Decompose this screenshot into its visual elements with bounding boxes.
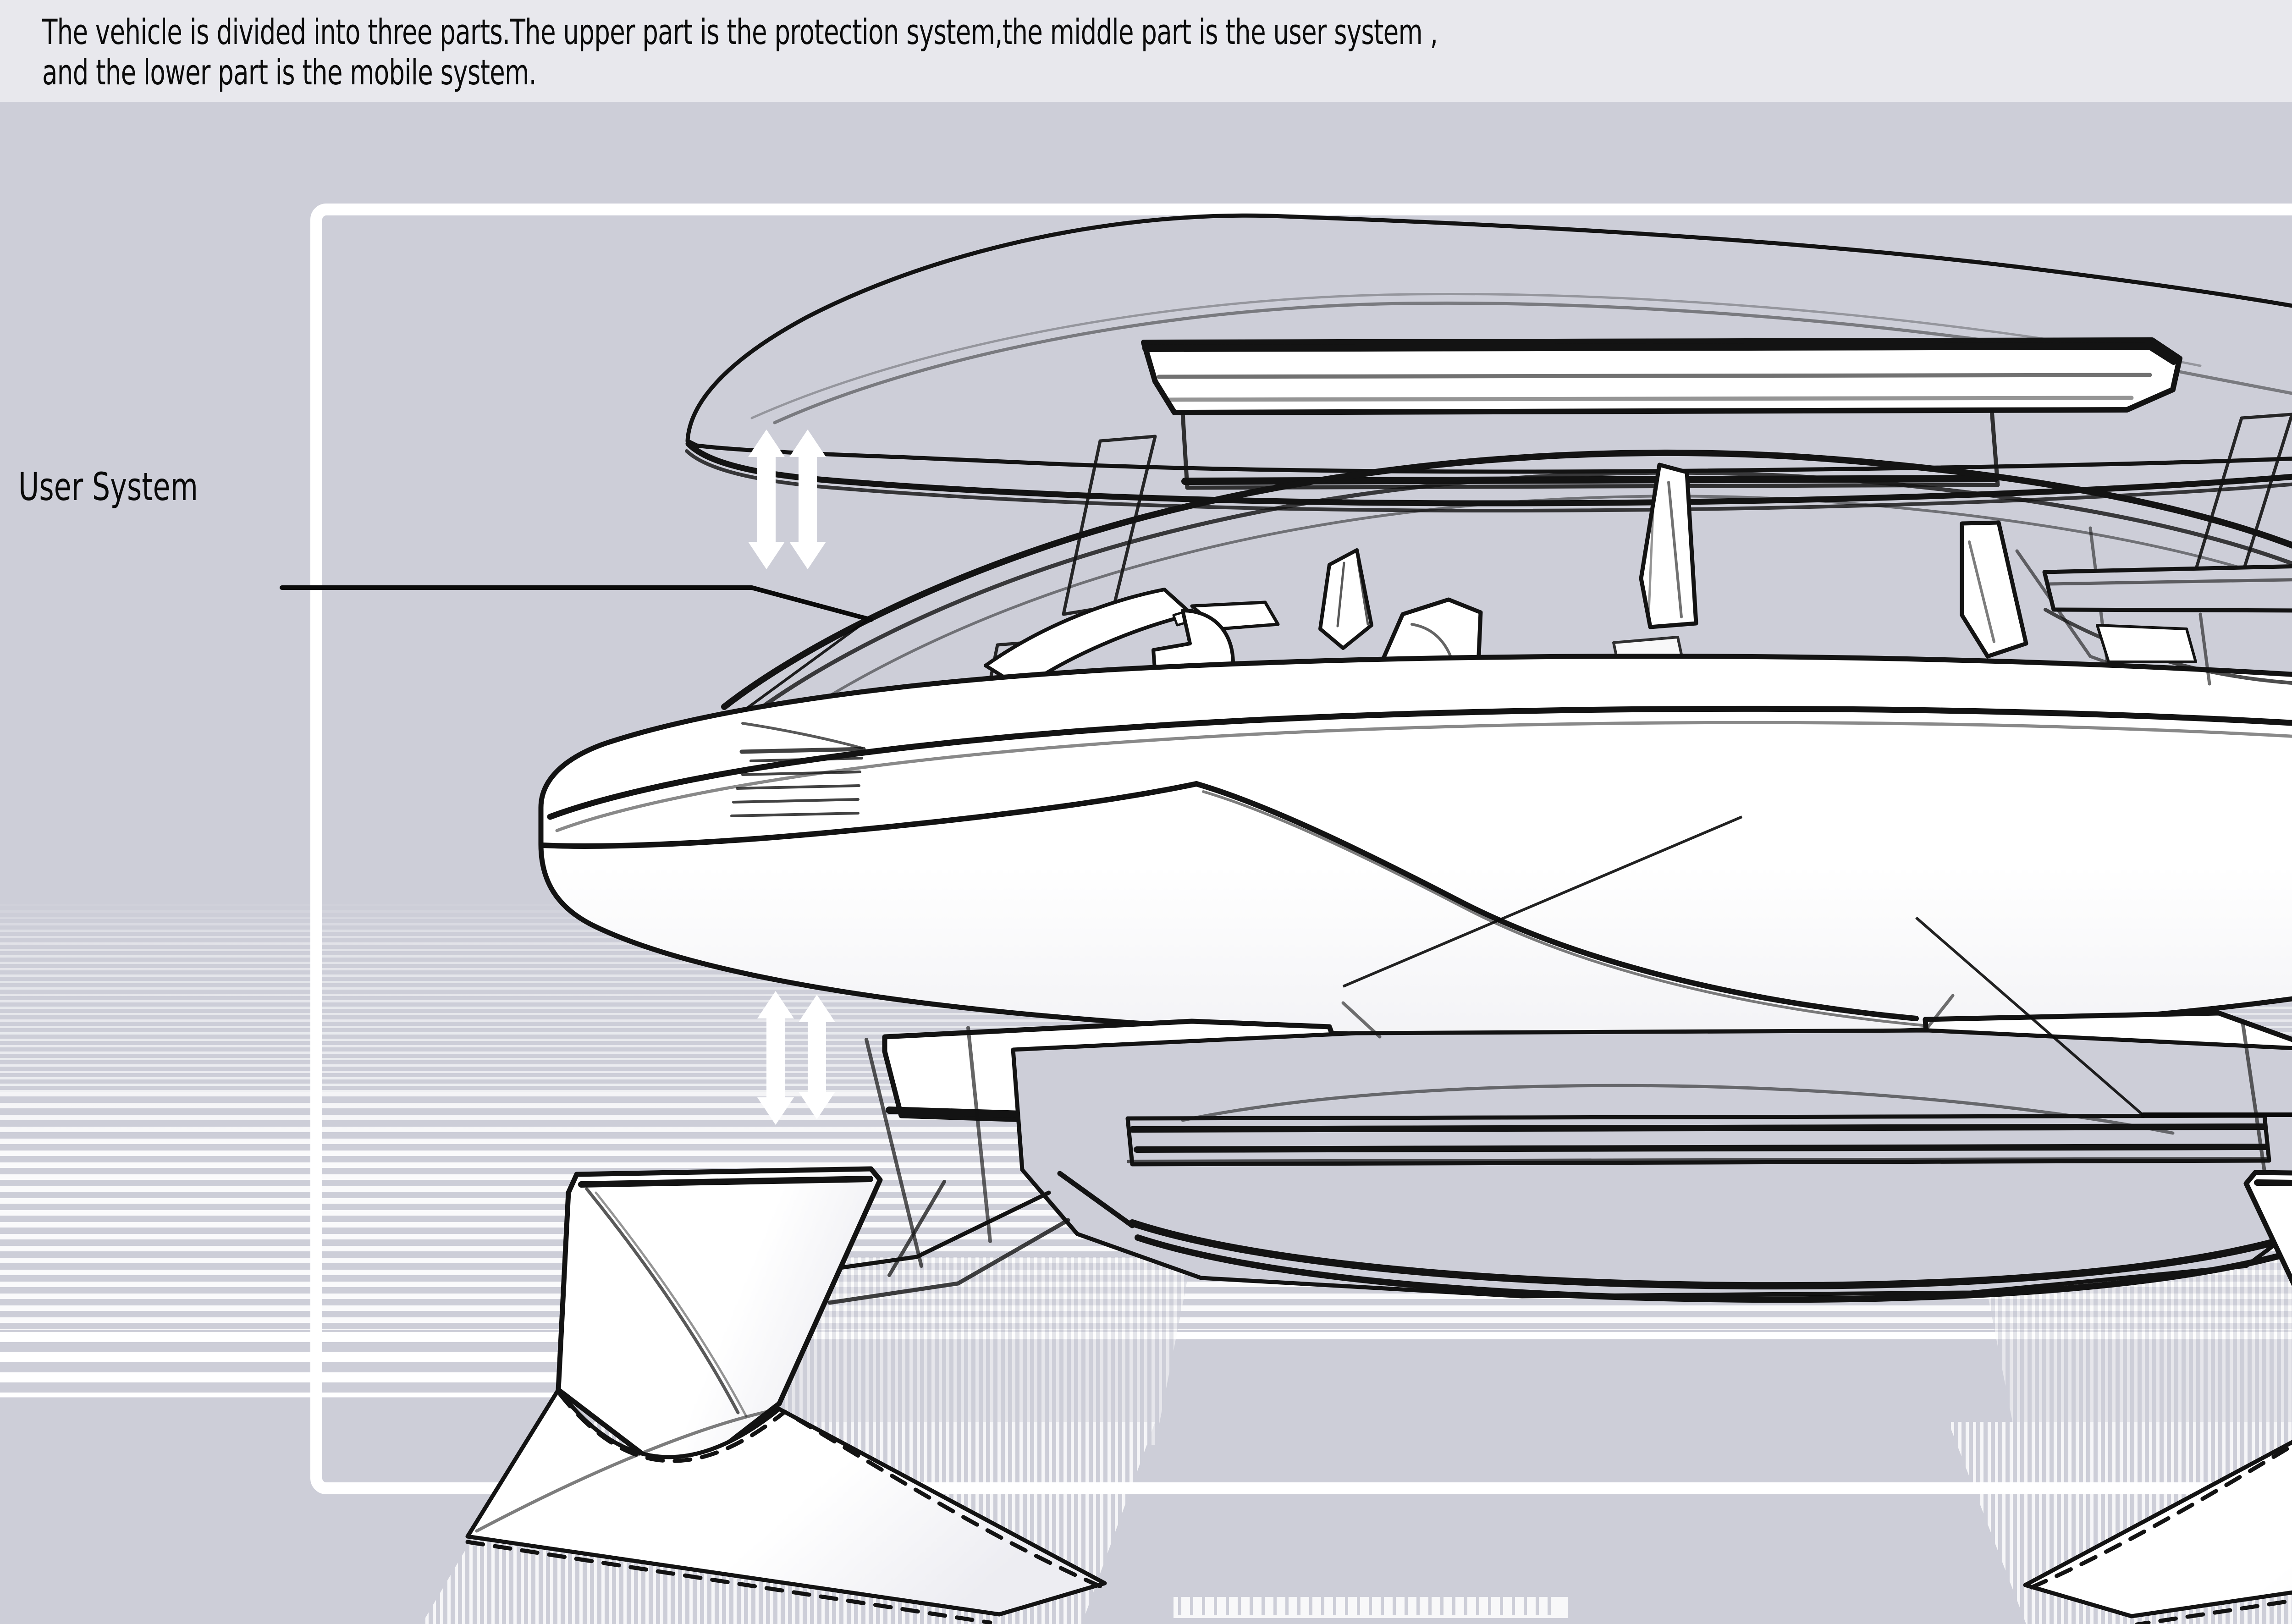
canopy-light-bar <box>1144 340 2180 413</box>
leader-line-mobile <box>2143 1115 2292 1116</box>
header-note-bar: The vehicle is divided into three parts.… <box>0 0 2292 102</box>
vehicle-sketch <box>0 102 2292 1624</box>
artwork-stage <box>0 102 2292 1624</box>
header-note-text: The vehicle is divided into three parts.… <box>42 12 2292 93</box>
ground-comb-fringe <box>1174 1597 1568 1618</box>
callout-label-user-system[interactable]: User System <box>18 467 198 507</box>
